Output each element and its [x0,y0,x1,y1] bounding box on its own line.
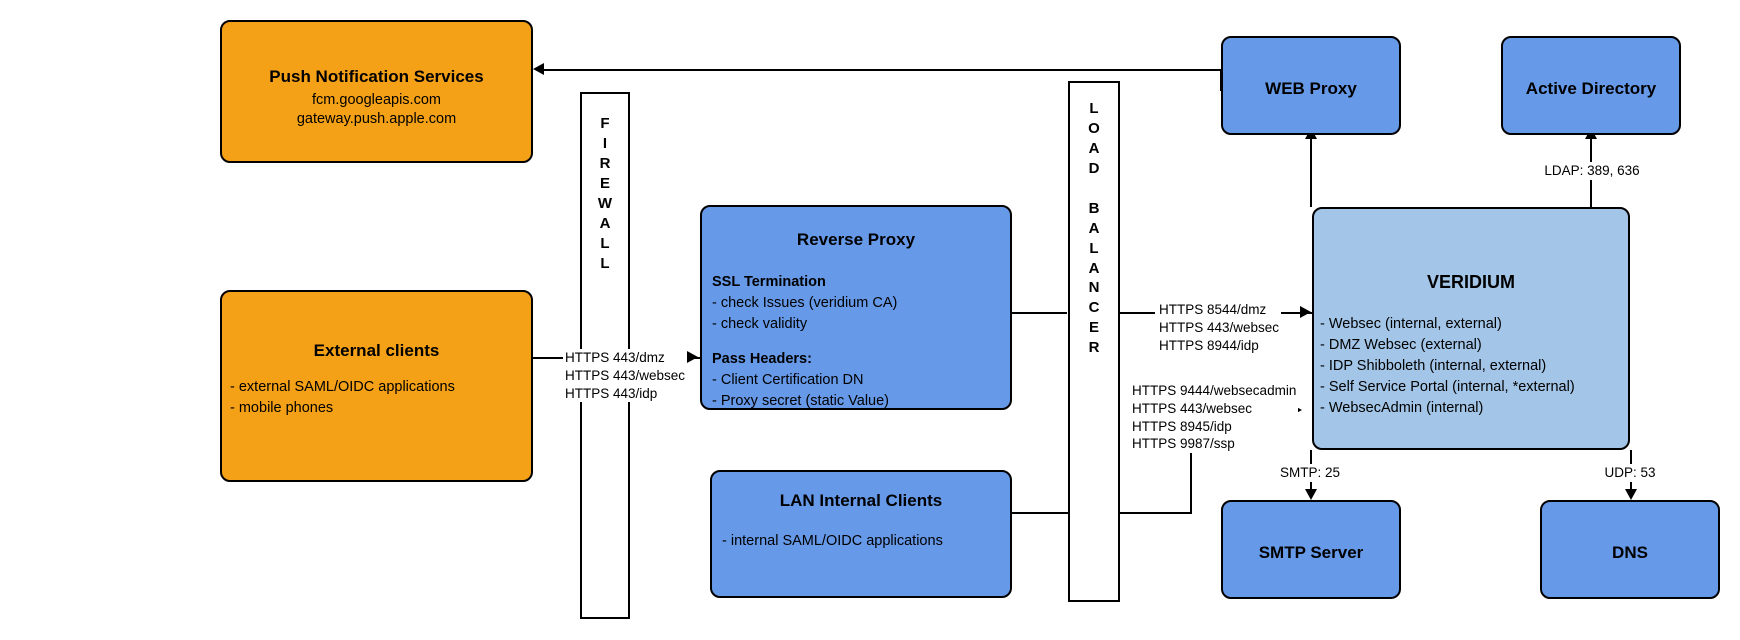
edge-label-lb-veridium-bottom: HTTPS 9444/websecadmin HTTPS 443/websec … [1130,382,1299,454]
arrowhead-reverse-proxy [687,351,698,363]
veridium-title: VERIDIUM [1426,272,1515,292]
veridium-services-list: - Websec (internal, external) - DMZ Webs… [1320,315,1575,416]
node-active-directory[interactable]: Active Directory [1501,36,1681,135]
arrowhead-dns [1625,489,1637,500]
load-balancer-bar: L O A D B A L A N C E R [1068,81,1120,602]
node-dns[interactable]: DNS [1540,500,1720,599]
arrowhead-veridium-upper [1300,306,1311,318]
edge-lan-riser [1190,410,1192,514]
node-external-clients[interactable]: External clients - external SAML/OIDC ap… [220,290,533,482]
edge-webproxy-to-push [544,69,1222,71]
edge-lb-out-upper [1120,312,1155,314]
node-web-proxy[interactable]: WEB Proxy [1221,36,1401,135]
lan-internal-clients-title: LAN Internal Clients [779,491,943,510]
reverse-proxy-headers-header: Pass Headers: [712,351,812,368]
edge-label-ldap: LDAP: 389, 636 [1512,162,1672,180]
node-lan-internal-clients[interactable]: LAN Internal Clients - internal SAML/OID… [710,470,1012,598]
node-push-notification-services[interactable]: Push Notification Services fcm.googleapi… [220,20,533,163]
arrowhead-smtp-server [1305,489,1317,500]
edge-label-external-to-firewall: HTTPS 443/dmz HTTPS 443/websec HTTPS 443… [563,349,688,403]
reverse-proxy-headers-items: - Client Certification DN - Proxy secret… [712,372,890,410]
reverse-proxy-ssl-header: SSL Termination [712,274,826,291]
firewall-label: F I R E W A L L [597,115,613,272]
smtp-server-title: SMTP Server [1258,543,1364,562]
node-veridium[interactable]: VERIDIUM - Websec (internal, external) -… [1312,207,1630,450]
node-reverse-proxy[interactable]: Reverse Proxy SSL Termination - check Is… [700,205,1012,410]
edge-external-to-firewall [532,357,584,359]
edge-label-smtp: SMTP: 25 [1250,464,1370,482]
arrowhead-push-notification [533,63,544,75]
push-notification-services-title: Push Notification Services [269,67,484,86]
push-notification-services-lines: fcm.googleapis.com gateway.push.apple.co… [296,92,457,127]
external-clients-lines: - external SAML/OIDC applications - mobi… [230,379,455,417]
node-smtp-server[interactable]: SMTP Server [1221,500,1401,599]
active-directory-title: Active Directory [1525,79,1657,98]
external-clients-title: External clients [313,341,440,360]
edge-label-udp: UDP: 53 [1570,464,1690,482]
edge-veridium-to-webproxy [1310,135,1312,207]
reverse-proxy-title: Reverse Proxy [796,230,916,249]
load-balancer-label: L O A D B A L A N C E R [1088,100,1100,357]
reverse-proxy-ssl-items: - check Issues (veridium CA) - check val… [712,295,898,333]
edge-label-lb-veridium-top: HTTPS 8544/dmz HTTPS 443/websec HTTPS 89… [1157,301,1282,355]
dns-title: DNS [1612,543,1648,562]
lan-internal-clients-lines: - internal SAML/OIDC applications [722,533,943,550]
edge-reverseproxy-to-lb [1012,312,1067,314]
web-proxy-title: WEB Proxy [1265,79,1357,98]
edge-lb-to-veridium-upper [1270,312,1312,314]
